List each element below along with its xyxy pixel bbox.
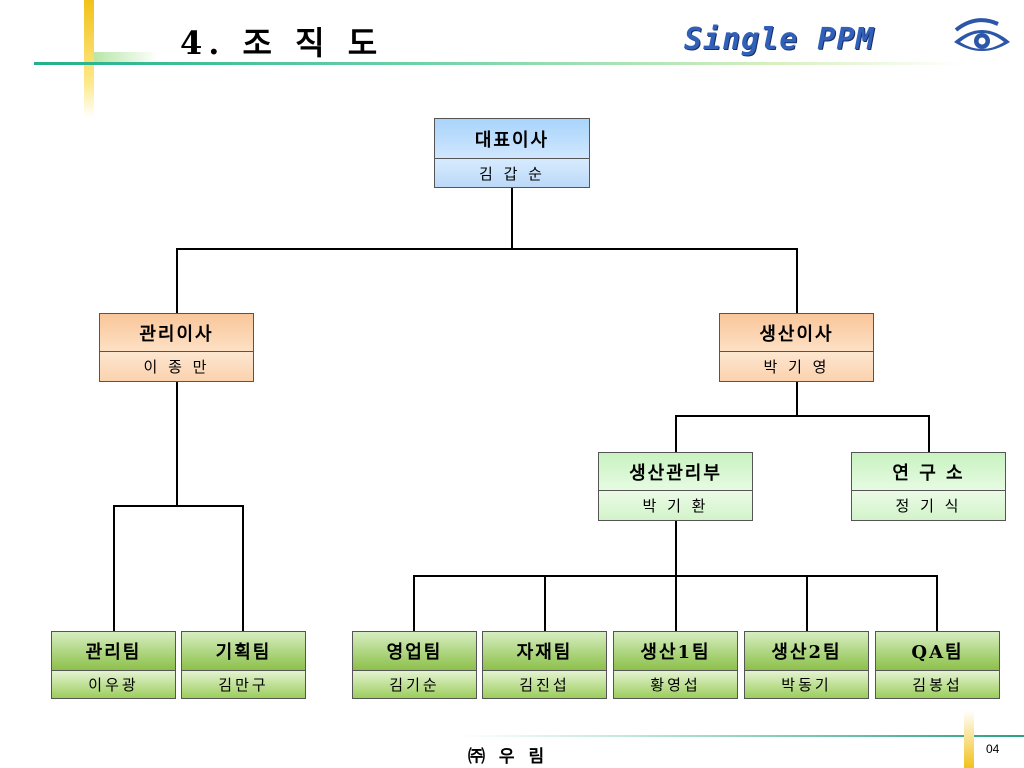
org-box-team: 영업팀 김기순 <box>352 631 477 699</box>
org-role-label: QA팀 <box>876 632 999 671</box>
org-person-name: 박 기 영 <box>720 352 873 381</box>
org-box-team: 관리팀 이우광 <box>51 631 176 699</box>
connector-line <box>675 575 677 632</box>
org-person-name: 정 기 식 <box>852 491 1005 520</box>
connector-line <box>544 575 546 632</box>
org-person-name: 김진섭 <box>483 671 606 698</box>
header-accent-block <box>94 52 158 62</box>
org-role-label: 자재팀 <box>483 632 606 671</box>
connector-line <box>796 381 798 416</box>
connector-line <box>176 381 178 506</box>
connector-line <box>796 248 798 314</box>
connector-line <box>806 575 808 632</box>
org-person-name: 김봉섭 <box>876 671 999 698</box>
connector-line <box>675 415 930 417</box>
org-person-name: 김만구 <box>182 671 305 698</box>
header-accent-bar <box>84 0 94 118</box>
org-role-label: 생산1팀 <box>614 632 737 671</box>
org-role-label: 생산관리부 <box>599 453 752 491</box>
footer-divider <box>460 735 1024 737</box>
connector-line <box>928 415 930 453</box>
org-box-team: QA팀 김봉섭 <box>875 631 1000 699</box>
connector-line <box>511 187 513 249</box>
org-person-name: 박 기 환 <box>599 491 752 520</box>
org-box-production-director: 생산이사 박 기 영 <box>719 313 874 382</box>
org-box-team: 생산1팀 황영섭 <box>613 631 738 699</box>
org-box-team: 생산2팀 박동기 <box>744 631 869 699</box>
org-role-label: 대표이사 <box>435 119 589 159</box>
company-name: ㈜ 우 림 <box>468 747 549 767</box>
page-number: 04 <box>986 742 1000 756</box>
page-title: 4. 조 직 도 <box>180 24 384 62</box>
org-role-label: 생산2팀 <box>745 632 868 671</box>
org-person-name: 박동기 <box>745 671 868 698</box>
org-person-name: 이 종 만 <box>100 352 253 381</box>
org-box-production-mgmt-dept: 생산관리부 박 기 환 <box>598 452 753 521</box>
org-person-name: 김 갑 순 <box>435 159 589 187</box>
org-person-name: 황영섭 <box>614 671 737 698</box>
connector-line <box>413 575 415 632</box>
connector-line <box>675 520 677 576</box>
eye-logo-icon <box>954 18 1010 51</box>
org-box-admin-director: 관리이사 이 종 만 <box>99 313 254 382</box>
org-role-label: 연 구 소 <box>852 453 1005 491</box>
connector-line <box>675 415 677 453</box>
org-role-label: 생산이사 <box>720 314 873 352</box>
org-role-label: 영업팀 <box>353 632 476 671</box>
org-box-research-lab: 연 구 소 정 기 식 <box>851 452 1006 521</box>
brand-logo-text: Single PPM <box>684 22 875 57</box>
connector-line <box>176 248 798 250</box>
connector-line <box>113 505 115 632</box>
connector-line <box>242 505 244 632</box>
org-role-label: 기획팀 <box>182 632 305 671</box>
org-box-ceo: 대표이사 김 갑 순 <box>434 118 590 188</box>
connector-line <box>113 505 244 507</box>
org-person-name: 이우광 <box>52 671 175 698</box>
org-role-label: 관리팀 <box>52 632 175 671</box>
org-role-label: 관리이사 <box>100 314 253 352</box>
footer-accent-bar <box>964 710 974 768</box>
header-divider <box>34 62 964 65</box>
connector-line <box>936 575 938 632</box>
org-box-team: 자재팀 김진섭 <box>482 631 607 699</box>
org-person-name: 김기순 <box>353 671 476 698</box>
org-box-team: 기획팀 김만구 <box>181 631 306 699</box>
connector-line <box>176 248 178 314</box>
